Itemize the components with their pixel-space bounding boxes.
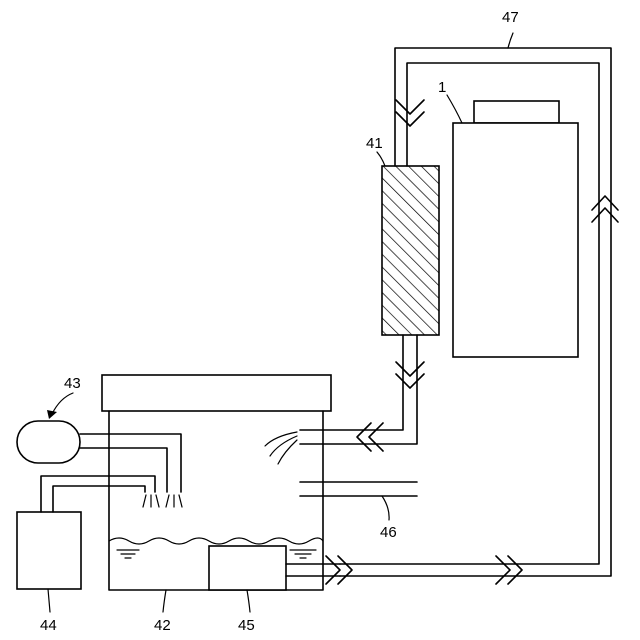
nozzle-spray-left (143, 495, 159, 507)
label-45: 45 (238, 617, 255, 634)
label-43: 43 (64, 375, 81, 392)
nozzle-spray-right (166, 495, 182, 507)
filter-41 (377, 152, 439, 335)
water-level-symbol-right (290, 550, 316, 558)
unit-1 (447, 95, 578, 357)
label-1: 1 (438, 79, 446, 96)
flow-arrow-down-top (396, 100, 424, 126)
label-47: 47 (502, 9, 519, 26)
flow-arrow-up-right (592, 196, 618, 222)
label-46: 46 (380, 524, 397, 541)
flow-arrow-left (357, 423, 383, 451)
water-level-symbol-left (117, 550, 139, 558)
flow-arrow-right-pump (326, 556, 352, 584)
pipe-46 (300, 482, 417, 520)
flow-arrow-down-lower (396, 362, 424, 388)
pump-outlet-pipe (286, 564, 340, 576)
box-44 (17, 476, 155, 612)
label-42: 42 (154, 617, 171, 634)
pump-45 (209, 546, 286, 612)
inlet-spray (265, 432, 297, 464)
label-44: 44 (40, 617, 57, 634)
label-41: 41 (366, 135, 383, 152)
flow-arrow-right-bottom (496, 556, 522, 584)
